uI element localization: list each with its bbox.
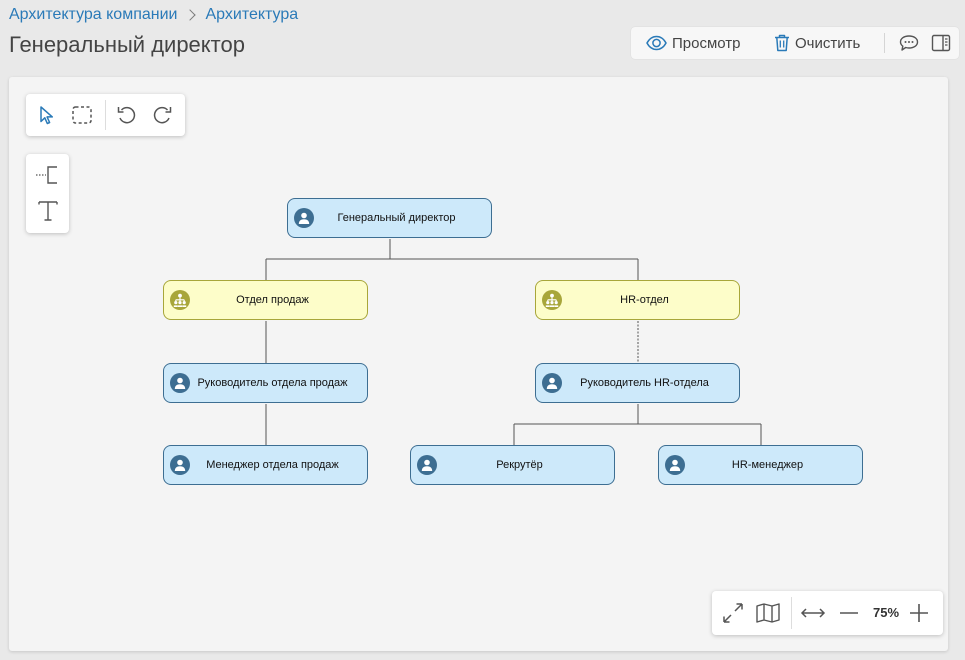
chevron-right-icon bbox=[184, 9, 197, 21]
clear-label: Очистить bbox=[795, 34, 861, 52]
area-select-tool[interactable] bbox=[67, 100, 97, 130]
select-tool[interactable] bbox=[32, 100, 62, 130]
person-icon bbox=[170, 455, 190, 475]
panel-divider bbox=[105, 100, 106, 130]
cursor-icon bbox=[40, 106, 54, 125]
fullscreen-button[interactable] bbox=[718, 597, 748, 629]
zoom-panel: 75% bbox=[712, 591, 943, 635]
dashed-rect-icon bbox=[72, 106, 92, 124]
redo-button[interactable] bbox=[147, 100, 177, 130]
person-icon bbox=[542, 373, 562, 393]
node-label: Руководитель отдела продаж bbox=[197, 377, 348, 389]
node-label: HR-отдел bbox=[620, 294, 669, 306]
org-structure-icon bbox=[170, 290, 190, 310]
org-node-sales-manager[interactable]: Менеджер отдела продаж bbox=[163, 445, 368, 485]
link-hr-children bbox=[513, 404, 762, 445]
eye-icon bbox=[646, 35, 667, 51]
preview-label: Просмотр bbox=[672, 34, 741, 52]
node-label: Рекрутёр bbox=[496, 459, 543, 471]
top-toolbar: Просмотр Очистить bbox=[631, 27, 959, 59]
plus-icon bbox=[910, 604, 928, 622]
person-icon bbox=[417, 455, 437, 475]
map-icon bbox=[756, 603, 780, 623]
org-structure-icon bbox=[542, 290, 562, 310]
edit-tools-panel bbox=[26, 94, 185, 136]
preview-button[interactable]: Просмотр bbox=[646, 27, 741, 59]
org-node-hr-head[interactable]: Руководитель HR-отдела bbox=[535, 363, 740, 403]
fit-width-button[interactable] bbox=[798, 597, 828, 629]
org-node-sales-department[interactable]: Отдел продаж bbox=[163, 280, 368, 320]
org-chart-links bbox=[265, 239, 762, 445]
node-label: Генеральный директор bbox=[337, 212, 456, 224]
org-node-hr-department[interactable]: HR-отдел bbox=[535, 280, 740, 320]
minus-icon bbox=[840, 612, 858, 614]
org-node-hr-manager[interactable]: HR-менеджер bbox=[658, 445, 863, 485]
connector-tool[interactable] bbox=[32, 159, 63, 191]
connector-icon bbox=[35, 166, 57, 184]
org-node-sales-head[interactable]: Руководитель отдела продаж bbox=[163, 363, 368, 403]
person-icon bbox=[665, 455, 685, 475]
comment-icon bbox=[899, 35, 919, 51]
redo-icon bbox=[153, 106, 172, 124]
zoom-out-button[interactable] bbox=[834, 597, 864, 629]
undo-icon bbox=[117, 106, 136, 124]
comments-button[interactable] bbox=[899, 27, 924, 59]
person-icon bbox=[170, 373, 190, 393]
node-label: Отдел продаж bbox=[236, 294, 309, 306]
side-panel-button[interactable] bbox=[931, 27, 956, 59]
org-node-ceo[interactable]: Генеральный директор bbox=[287, 198, 492, 238]
fit-width-icon bbox=[800, 608, 826, 618]
zoom-level: 75% bbox=[872, 604, 900, 620]
text-tool[interactable] bbox=[32, 195, 63, 227]
breadcrumb-item-company-architecture[interactable]: Архитектура компании bbox=[9, 6, 178, 23]
text-icon bbox=[37, 201, 58, 221]
page-title: Генеральный директор bbox=[9, 32, 245, 57]
zoom-in-button[interactable] bbox=[904, 597, 934, 629]
person-icon bbox=[294, 208, 314, 228]
toolbar-divider bbox=[884, 33, 885, 53]
side-panel-icon bbox=[931, 34, 951, 52]
expand-icon bbox=[723, 603, 743, 623]
node-label: Менеджер отдела продаж bbox=[206, 459, 339, 471]
link-ceo-depts bbox=[265, 239, 639, 280]
undo-button[interactable] bbox=[112, 100, 142, 130]
diagram-canvas[interactable]: Генеральный директор Отдел продаж HR-отд… bbox=[9, 77, 948, 651]
org-node-recruiter[interactable]: Рекрутёр bbox=[410, 445, 615, 485]
element-tools-panel bbox=[26, 154, 69, 233]
node-label: Руководитель HR-отдела bbox=[580, 377, 709, 389]
trash-icon bbox=[775, 34, 789, 52]
node-label: HR-менеджер bbox=[731, 459, 804, 471]
breadcrumb: Архитектура компании Архитектура bbox=[9, 6, 298, 24]
minimap-button[interactable] bbox=[753, 597, 783, 629]
clear-button[interactable]: Очистить bbox=[774, 27, 860, 59]
breadcrumb-item-architecture[interactable]: Архитектура bbox=[205, 6, 299, 23]
panel-divider bbox=[791, 597, 792, 629]
